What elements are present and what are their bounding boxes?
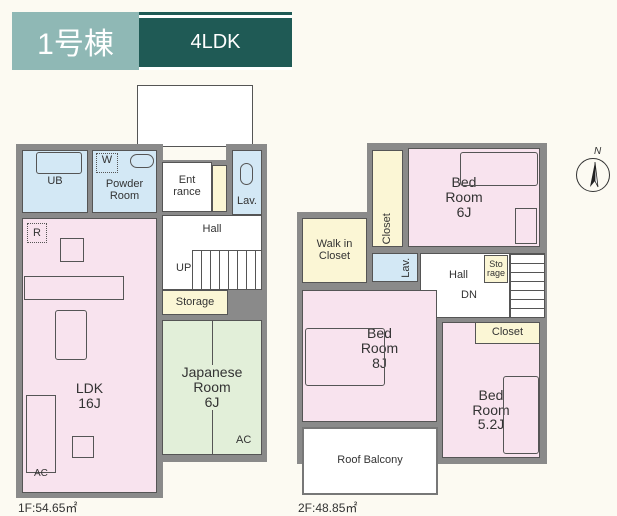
dining-table-icon bbox=[55, 310, 87, 360]
room-label: Closet bbox=[491, 326, 524, 339]
bathtub-icon bbox=[36, 152, 82, 174]
room-japanese: Japanese Room 6J bbox=[162, 320, 262, 455]
desk-icon bbox=[515, 208, 537, 244]
compass-arrow-icon bbox=[590, 161, 599, 188]
room-label: Walk in Closet bbox=[316, 237, 353, 262]
compass-north-label: N bbox=[594, 146, 602, 157]
room-entrance: Ent rance bbox=[162, 162, 212, 212]
ac-label: AC bbox=[236, 434, 252, 446]
room-label: Lav. bbox=[400, 257, 413, 278]
room-label: Japanese Room bbox=[177, 365, 247, 395]
compass-icon: N bbox=[576, 146, 610, 192]
room-label: Bed Room bbox=[472, 386, 510, 418]
bed-icon bbox=[305, 328, 385, 386]
room-label: Hall bbox=[449, 268, 468, 281]
room-label: Bed Room bbox=[445, 174, 483, 206]
sofa-icon bbox=[26, 395, 56, 473]
up-label: UP bbox=[176, 262, 192, 274]
floor-2-area: 2F:48.85㎡ bbox=[298, 501, 358, 515]
washer-icon: W bbox=[96, 153, 118, 173]
coffee-table-icon bbox=[72, 436, 94, 458]
room-label: UB bbox=[47, 174, 63, 187]
room-storage-2f: Sto rage bbox=[484, 255, 508, 283]
room-size: 6J bbox=[456, 203, 472, 220]
room-label: Lav. bbox=[237, 195, 257, 208]
sink-icon bbox=[130, 154, 154, 168]
room-label: Bed Room bbox=[360, 325, 399, 357]
room-bed-6j: Bed Room 6J bbox=[408, 148, 540, 247]
dn-label: DN bbox=[461, 288, 477, 301]
room-closet-vertical: Closet bbox=[372, 150, 403, 247]
ac-label: AC bbox=[34, 468, 48, 479]
room-label: Closet bbox=[380, 212, 393, 245]
stairs-1f bbox=[192, 250, 262, 290]
room-walk-in-closet: Walk in Closet bbox=[302, 218, 367, 283]
room-size: 6J bbox=[204, 393, 220, 410]
stairs-2f bbox=[510, 253, 545, 318]
room-bed-8j: Bed Room 8J bbox=[302, 290, 437, 422]
roof-balcony: Roof Balcony bbox=[302, 427, 438, 495]
porch bbox=[137, 85, 253, 147]
layout-type-label: 4LDK bbox=[139, 12, 292, 70]
room-label: Hall bbox=[202, 223, 222, 235]
room-closet-2f: Closet bbox=[475, 322, 540, 344]
room-lav-2f: Lav. bbox=[372, 253, 418, 282]
room-storage-1f: Storage bbox=[162, 290, 228, 315]
kitchen-counter bbox=[24, 276, 124, 300]
room-ldk: LDK 16J bbox=[22, 218, 157, 493]
building-label: 1号棟 bbox=[12, 12, 139, 70]
room-label: Ent rance bbox=[173, 174, 201, 198]
room-size: 16J bbox=[78, 394, 101, 411]
fridge-icon: R bbox=[27, 223, 47, 243]
toilet-icon bbox=[240, 163, 253, 185]
room-label: Roof Balcony bbox=[337, 454, 403, 467]
kitchen-hood-icon bbox=[60, 238, 84, 262]
entrance-step[interactable] bbox=[212, 165, 227, 212]
bed-icon bbox=[503, 376, 539, 454]
bed-icon bbox=[460, 152, 538, 186]
room-label: Storage bbox=[175, 295, 215, 308]
room-label: Sto rage bbox=[487, 258, 506, 278]
room-bed-5-2j: Bed Room 5.2J bbox=[442, 322, 540, 458]
floor-1-area: 1F:54.65㎡ bbox=[18, 501, 78, 515]
room-size: 5.2J bbox=[477, 416, 505, 433]
room-label: Powder Room bbox=[105, 177, 144, 202]
room-label: LDK bbox=[75, 379, 104, 396]
room-size: 8J bbox=[372, 354, 387, 371]
